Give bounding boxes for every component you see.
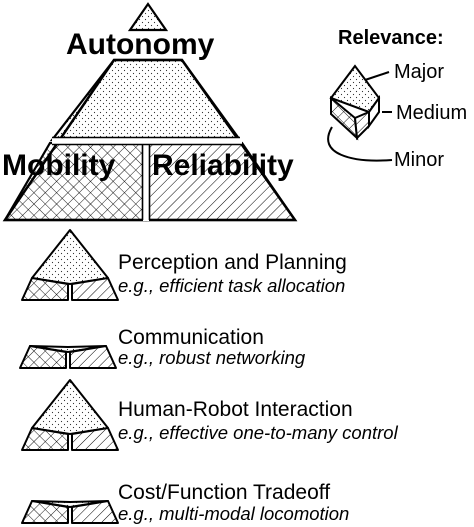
mobility-sector [21, 500, 69, 524]
autonomy-sector [29, 345, 107, 353]
category-example: e.g., multi-modal locomotion [118, 503, 350, 524]
category-title: Perception and Planning [118, 251, 347, 274]
autonomy-section [49, 58, 243, 142]
leader-major [364, 71, 390, 81]
reliability-sector [71, 277, 119, 301]
main-triangle [2, 2, 298, 222]
autonomy-sector [31, 500, 109, 508]
reliability-sector [71, 427, 119, 451]
autonomy-sector [31, 379, 109, 435]
category-title: Communication [118, 326, 264, 349]
legend-medium: Medium [396, 102, 468, 124]
mobility-label: Mobility [2, 149, 116, 182]
reliability-label: Reliability [152, 149, 294, 182]
autonomy-tip [127, 2, 169, 32]
legend-major: Major [394, 61, 445, 83]
category-example: e.g., efficient task allocation [118, 275, 346, 296]
leader-minor [327, 126, 393, 162]
legend-title: Relevance: [338, 27, 444, 49]
reliability-sector [69, 345, 117, 369]
reliability-sector [71, 500, 119, 524]
autonomy-sector [31, 229, 109, 285]
category-title: Cost/Function Tradeoff [118, 481, 331, 504]
mobility-sector [21, 277, 69, 301]
autonomy-label: Autonomy [66, 28, 215, 61]
legend-gem [329, 64, 381, 141]
legend-minor: Minor [394, 149, 445, 171]
mobility-sector [21, 427, 69, 451]
category-title: Human-Robot Interaction [118, 398, 353, 421]
category-example: e.g., effective one-to-many control [118, 422, 398, 443]
mobility-sector [19, 345, 67, 369]
category-example: e.g., robust networking [118, 347, 306, 368]
